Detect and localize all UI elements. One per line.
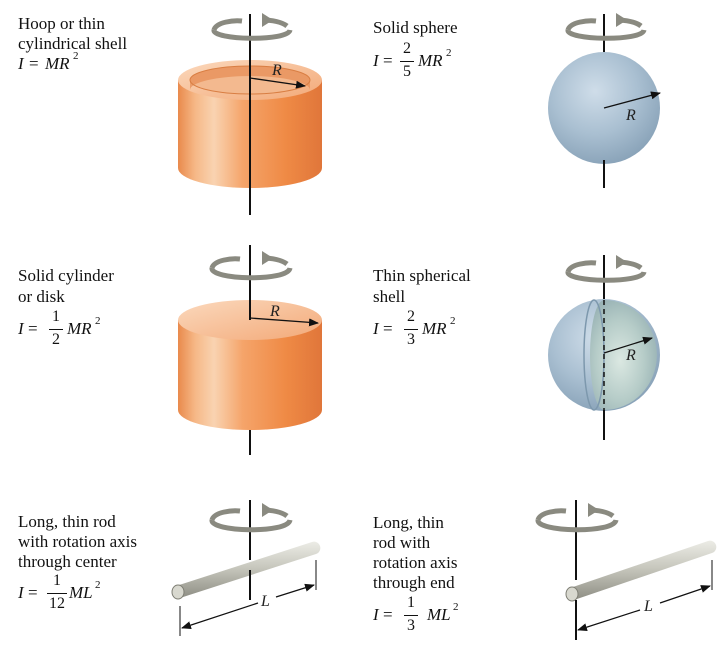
rod-end-title-line3: rotation axis: [373, 553, 458, 572]
spherical-shell-title-line2: shell: [373, 287, 406, 306]
rod-end-title-line2: rod with: [373, 533, 431, 552]
rod-center-title-line2: with rotation axis: [18, 532, 137, 551]
hoop-figure: R: [178, 13, 322, 215]
rod-center-title-line3: through center: [18, 552, 117, 571]
rod-center-formula: I = 1 12 ML 2: [18, 572, 101, 612]
hoop-title-line1: Hoop or thin: [18, 14, 105, 33]
rotation-arrow-icon: [565, 13, 647, 41]
rotation-arrow-icon: [535, 503, 619, 533]
cylinder-radius-label: R: [269, 303, 280, 320]
rotation-arrow-icon: [209, 503, 293, 533]
rod-center-figure: L: [171, 500, 321, 636]
rod-end-title-line4: through end: [373, 573, 455, 592]
spherical-shell-formula: I = 2 3 MR 2: [373, 308, 456, 348]
rod-end-figure: L: [535, 500, 717, 640]
spherical-shell-figure: R: [548, 255, 660, 440]
hoop-formula: I = MR 2: [18, 50, 79, 74]
hoop-radius-label: R: [271, 62, 282, 79]
spherical-shell-title-line1: Thin spherical: [373, 266, 471, 285]
solid-cylinder-title-line1: Solid cylinder: [18, 266, 114, 285]
rod-center-length-label: L: [260, 593, 270, 610]
solid-sphere-title: Solid sphere: [373, 18, 458, 37]
rod-end-length-label: L: [643, 598, 653, 615]
rod-center-title-line1: Long, thin rod: [18, 512, 116, 531]
rotation-arrow-icon: [211, 13, 293, 41]
solid-cylinder-title-line2: or disk: [18, 287, 65, 306]
solid-cylinder-figure: R: [178, 245, 322, 455]
rod-end-title-line1: Long, thin: [373, 513, 444, 532]
sphere-radius-label: R: [625, 107, 636, 124]
hoop-title-line2: cylindrical shell: [18, 34, 128, 53]
solid-sphere-figure: R: [548, 13, 661, 188]
shell-radius-label: R: [625, 347, 636, 364]
solid-sphere-formula: I = 2 5 MR 2: [373, 40, 452, 80]
rotation-arrow-icon: [209, 251, 293, 281]
solid-cylinder-formula: I = 1 2 MR 2: [18, 308, 101, 348]
rotation-arrow-icon: [565, 255, 647, 283]
rod-end-formula: I = 1 3 ML 2: [373, 594, 459, 634]
